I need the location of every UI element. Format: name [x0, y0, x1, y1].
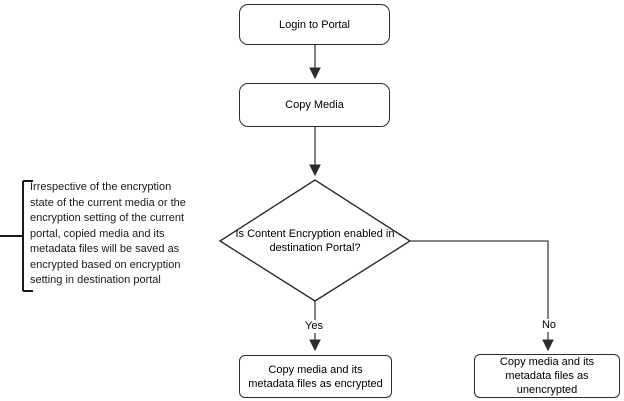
node-login-label: Login to Portal: [279, 18, 350, 31]
node-copy-encrypted: Copy media and its metadata files as enc…: [239, 355, 392, 398]
annotation-bracket: [0, 180, 33, 292]
edge-decision-no: [410, 240, 554, 352]
node-copy-encrypted-label: Copy media and its metadata files as enc…: [248, 363, 383, 390]
node-login-to-portal: Login to Portal: [239, 4, 390, 45]
edge-label-no: No: [532, 319, 566, 332]
node-copy-media: Copy Media: [239, 83, 390, 127]
node-copy-unencrypted: Copy media and its metadata files as une…: [474, 354, 620, 398]
node-copy-media-label: Copy Media: [285, 99, 344, 111]
annotation-note: Irrespective of the encryption state of …: [30, 181, 186, 286]
node-copy-unencrypted-label: Copy media and its metadata files as une…: [499, 356, 595, 396]
edge-label-yes: Yes: [297, 320, 331, 333]
node-decision-label: Is Content Encryption enabled in destina…: [235, 228, 395, 254]
